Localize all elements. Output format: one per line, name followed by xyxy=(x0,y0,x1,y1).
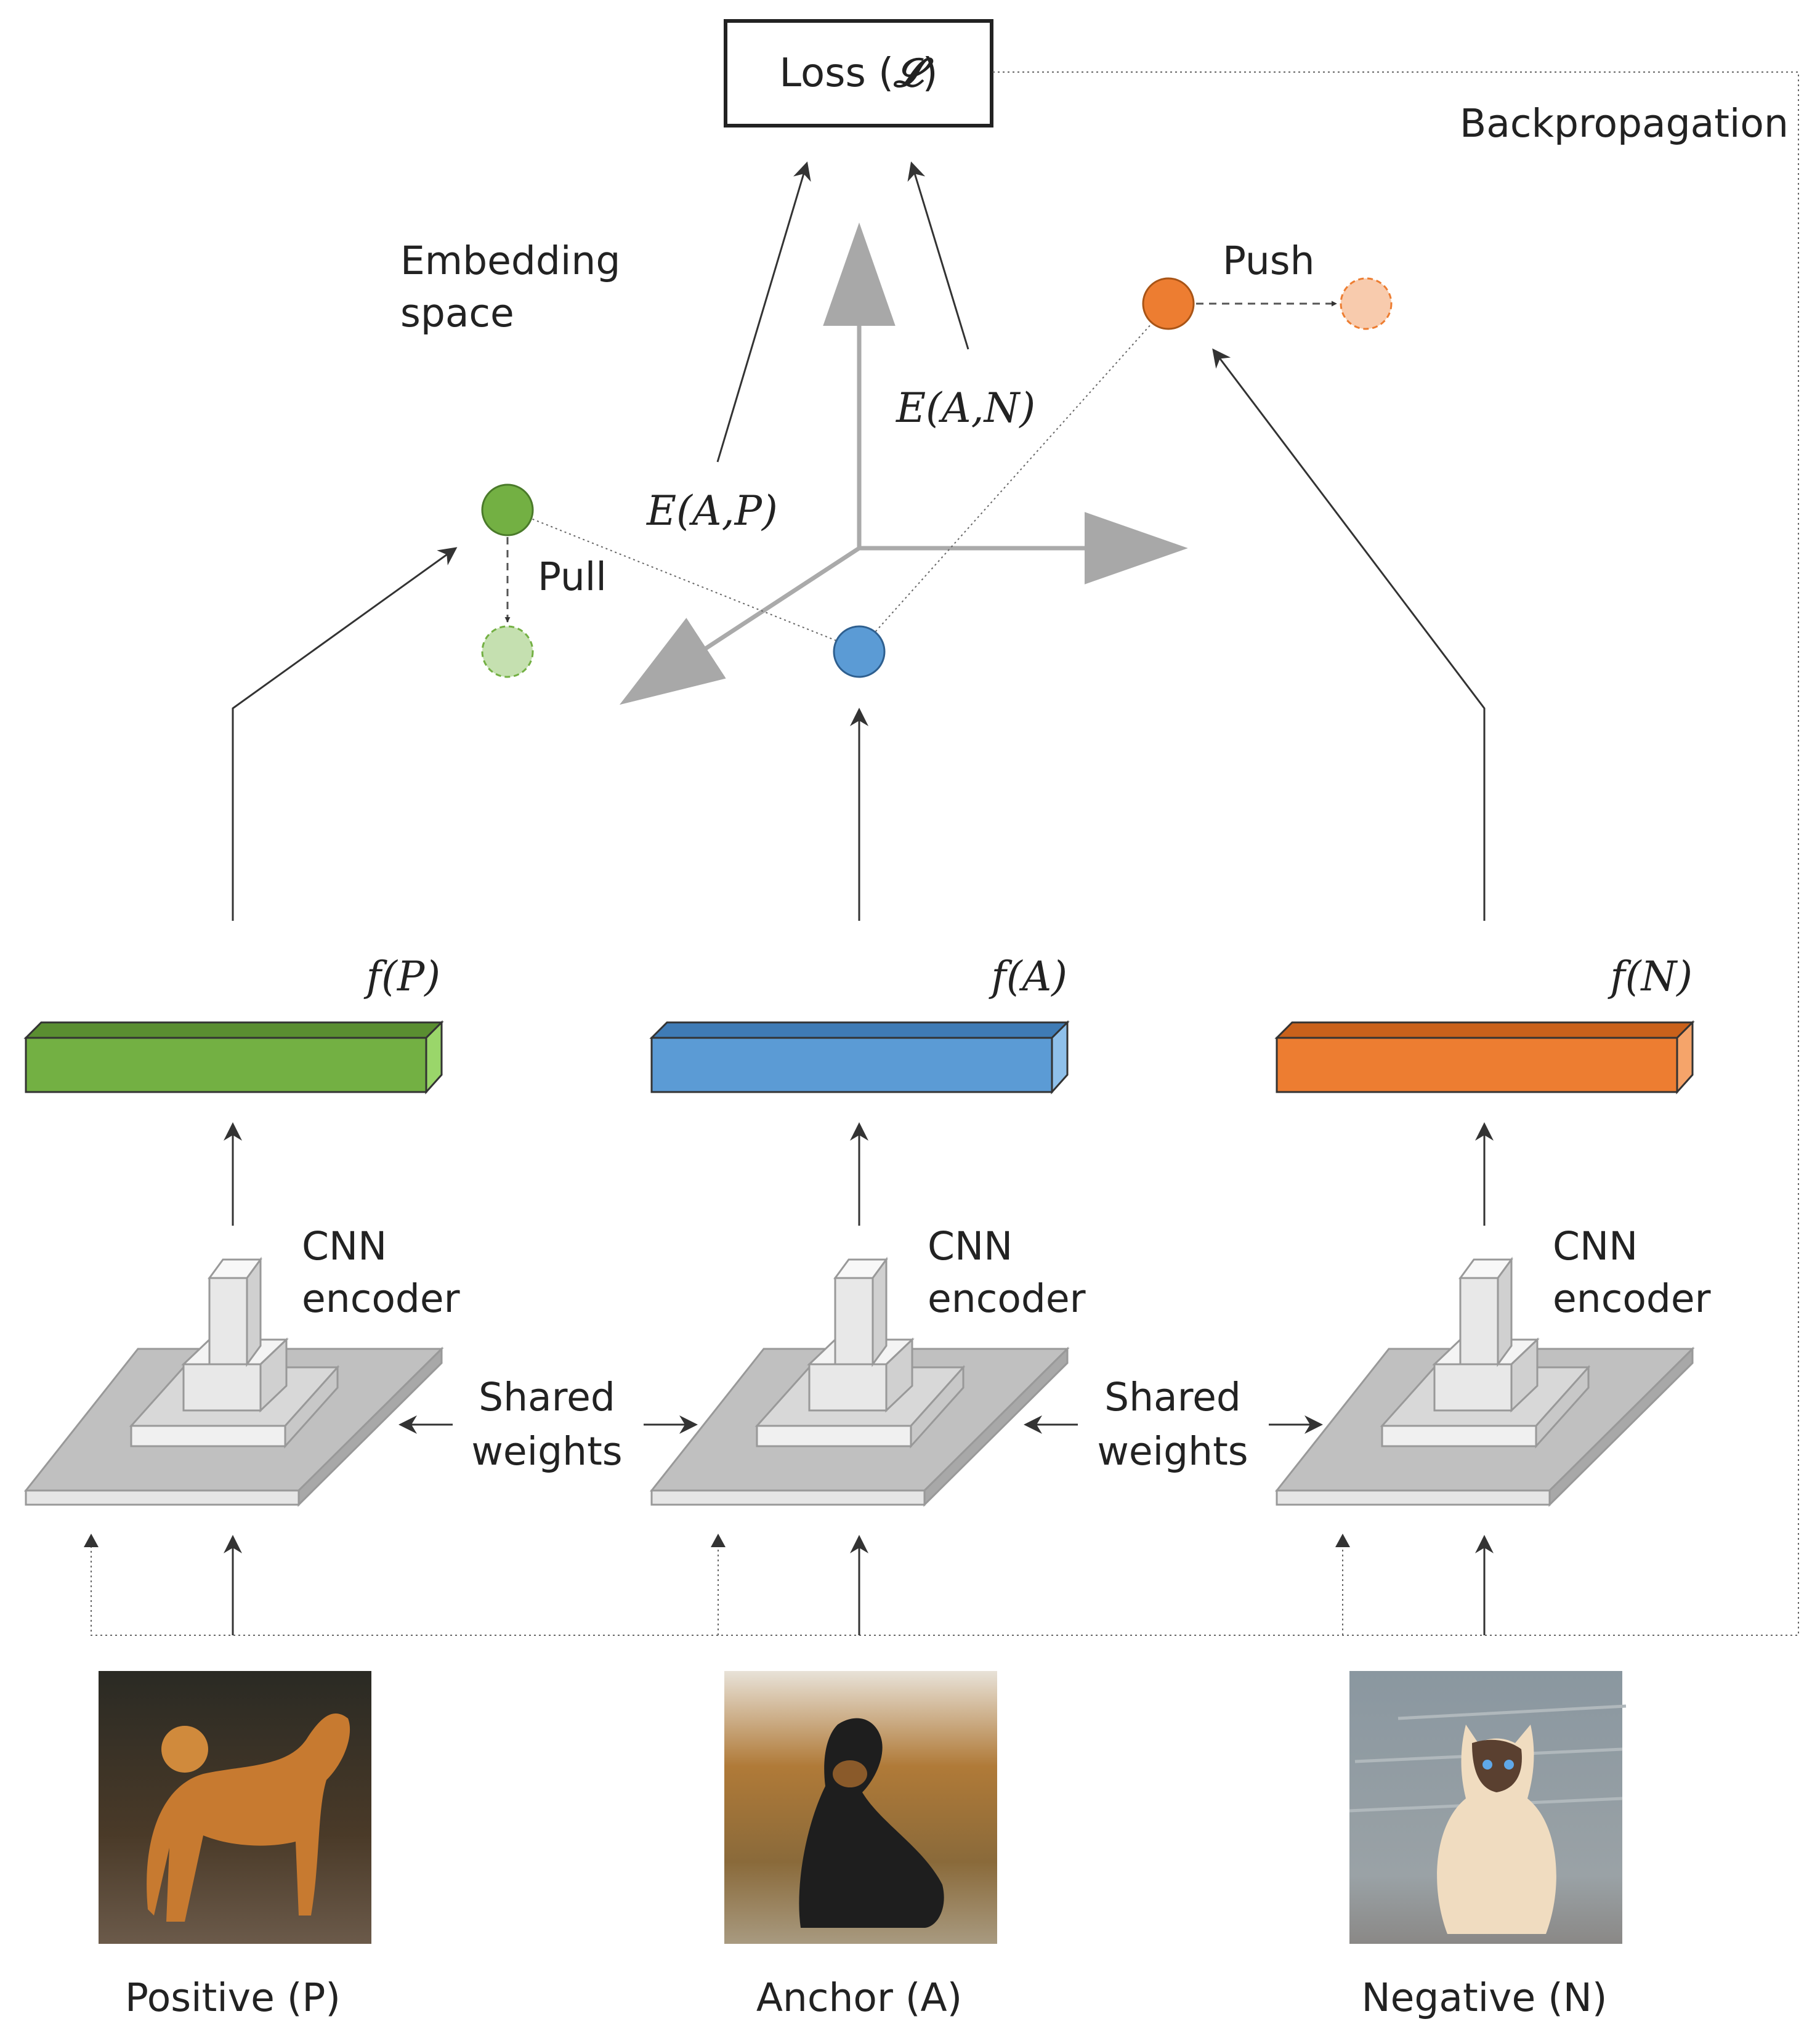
backprop-arrowhead-a xyxy=(711,1534,726,1547)
dog-photo-icon xyxy=(724,1671,997,1944)
anchor-embedding-point xyxy=(833,625,886,678)
pull-label: Pull xyxy=(538,554,607,599)
shared-weights-1-line1: Shared xyxy=(479,1375,615,1420)
cat-photo-icon xyxy=(1349,1671,1627,1944)
backprop-path xyxy=(91,71,1799,1636)
loss-label: Loss (𝓛) xyxy=(779,51,937,96)
encoder-a-label-1: CNN xyxy=(928,1224,1013,1269)
shared-weights-2-line2: weights xyxy=(1097,1429,1248,1474)
positive-embedding-point xyxy=(481,483,534,536)
loss-box: Loss (𝓛) xyxy=(724,19,993,127)
input-positive-label: Positive (P) xyxy=(125,1975,341,2020)
encoder-n-label-2: encoder xyxy=(1553,1276,1711,1321)
cnn-encoder-anchor xyxy=(649,1256,1070,1507)
encoder-p-label-2: encoder xyxy=(302,1276,460,1321)
embedding-space-label-1: Embedding xyxy=(400,238,620,283)
feature-a-label: f(A) xyxy=(988,953,1067,1000)
arrow-ean-to-loss xyxy=(907,161,969,350)
arrow-fp-to-embedding xyxy=(232,547,458,921)
arrow-fn-to-embedding xyxy=(1212,348,1486,921)
distance-line-an xyxy=(859,304,1169,650)
dog-photo-icon xyxy=(99,1671,371,1944)
negative-embedding-point xyxy=(1142,277,1195,330)
feature-vector-positive xyxy=(23,1020,444,1094)
backprop-arrowhead-n xyxy=(1335,1534,1350,1547)
arrow-eap-to-loss xyxy=(716,161,811,463)
distance-an-label: E(A,N) xyxy=(896,384,1035,432)
distance-ap-label: E(A,P) xyxy=(646,487,778,535)
negative-target-point xyxy=(1340,277,1393,330)
push-label: Push xyxy=(1223,238,1315,283)
embedding-axes xyxy=(619,222,1188,705)
cnn-encoder-negative xyxy=(1274,1256,1695,1507)
embedding-space-label-2: space xyxy=(400,291,514,336)
encoder-n-label-1: CNN xyxy=(1553,1224,1638,1269)
cnn-encoder-positive xyxy=(23,1256,444,1507)
input-negative-label: Negative (N) xyxy=(1361,1975,1607,2020)
feature-n-label: f(N) xyxy=(1607,953,1693,1000)
shared-weights-1-line2: weights xyxy=(471,1429,622,1474)
shared-weights-2-line1: Shared xyxy=(1104,1375,1241,1420)
backprop-label: Backpropagation xyxy=(1460,101,1789,146)
encoder-p-label-1: CNN xyxy=(302,1224,387,1269)
feature-vector-anchor xyxy=(649,1020,1070,1094)
backprop-arrowhead-p xyxy=(84,1534,99,1547)
feature-vector-negative xyxy=(1274,1020,1695,1094)
positive-target-point xyxy=(481,625,534,678)
encoder-a-label-2: encoder xyxy=(928,1276,1086,1321)
input-anchor-label: Anchor (A) xyxy=(756,1975,962,2020)
feature-p-label: f(P) xyxy=(363,953,440,1000)
